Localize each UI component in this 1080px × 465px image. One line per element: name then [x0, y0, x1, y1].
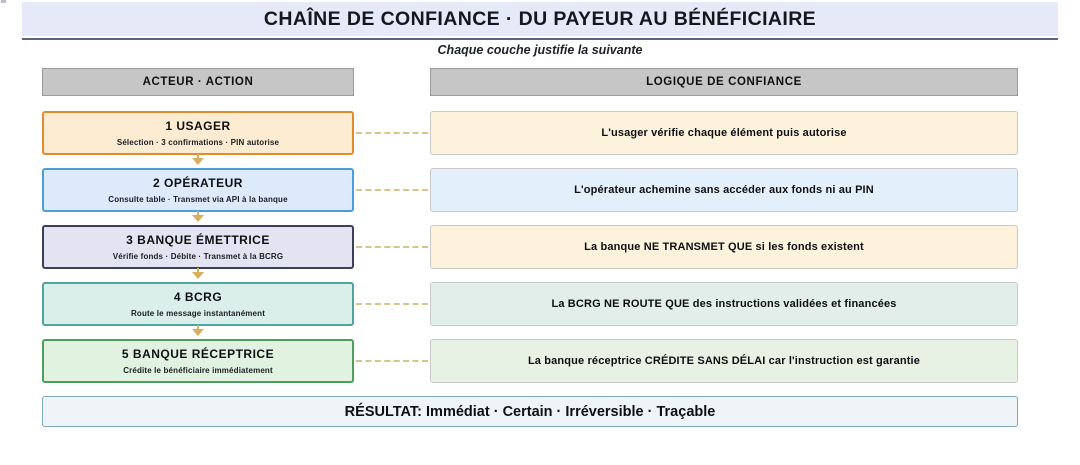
flow-down-arrow-icon	[191, 268, 205, 280]
actor-box-1[interactable]: 1 USAGER Sélection · 3 confirmations · PI…	[42, 111, 354, 155]
column-header-actor-label: ACTEUR · ACTION	[142, 76, 254, 88]
logic-text: La banque NE TRANSMET QUE si les fonds e…	[584, 241, 864, 253]
stray-mark	[1, 0, 6, 3]
actor-title: 3 BANQUE ÉMETTRICE	[126, 233, 270, 247]
logic-box-3[interactable]: La banque NE TRANSMET QUE si les fonds e…	[430, 225, 1018, 269]
logic-box-1[interactable]: L'usager vérifie chaque élément puis aut…	[430, 111, 1018, 155]
actor-action: Vérifie fonds · Débite · Transmet à la B…	[112, 252, 284, 261]
actor-action: Sélection · 3 confirmations · PIN autori…	[116, 138, 280, 147]
dashed-connector-1	[356, 132, 428, 134]
result-footer: RÉSULTAT: Immédiat · Certain · Irréversi…	[42, 396, 1018, 427]
logic-text: La banque réceptrice CRÉDITE SANS DÉLAI …	[527, 355, 921, 367]
chain-row: 2 OPÉRATEUR Consulte table · Transmet via…	[0, 168, 1080, 212]
logic-text: La BCRG NE ROUTE QUE des instructions va…	[551, 298, 897, 310]
actor-box-4[interactable]: 4 BCRG Route le message instantanément	[42, 282, 354, 326]
logic-text: L'opérateur achemine sans accéder aux fo…	[574, 184, 874, 196]
title-divider	[22, 38, 1058, 40]
page-subtitle: Chaque couche justifie la suivante	[437, 43, 643, 57]
actor-action: Route le message instantanément	[130, 309, 266, 318]
arrow-stem	[197, 154, 199, 160]
dashed-connector-2	[356, 189, 428, 191]
flow-down-arrow-icon	[191, 325, 205, 337]
arrow-stem	[197, 268, 199, 274]
result-footer-label: RÉSULTAT: Immédiat · Certain · Irréversi…	[344, 403, 716, 420]
arrow-head	[192, 215, 204, 222]
logic-box-4[interactable]: La BCRG NE ROUTE QUE des instructions va…	[430, 282, 1018, 326]
dashed-connector-4	[356, 303, 428, 305]
arrow-head	[192, 329, 204, 336]
actor-box-5[interactable]: 5 BANQUE RÉCEPTRICE Crédite le bénéficiai…	[42, 339, 354, 383]
chain-row: 5 BANQUE RÉCEPTRICE Crédite le bénéficiai…	[0, 339, 1080, 383]
flow-down-arrow-icon	[191, 154, 205, 166]
flow-down-arrow-icon	[191, 211, 205, 223]
actor-box-2[interactable]: 2 OPÉRATEUR Consulte table · Transmet via…	[42, 168, 354, 212]
actor-box-3[interactable]: 3 BANQUE ÉMETTRICE Vérifie fonds · Débite…	[42, 225, 354, 269]
arrow-head	[192, 158, 204, 165]
actor-title: 1 USAGER	[165, 119, 231, 133]
column-header-logic: LOGIQUE DE CONFIANCE	[430, 68, 1018, 96]
logic-box-2[interactable]: L'opérateur achemine sans accéder aux fo…	[430, 168, 1018, 212]
arrow-stem	[197, 211, 199, 217]
arrow-head	[192, 272, 204, 279]
actor-title: 2 OPÉRATEUR	[153, 176, 243, 190]
page-title: CHAÎNE DE CONFIANCE · DU PAYEUR AU BÉNÉF…	[263, 7, 817, 30]
actor-action: Crédite le bénéficiaire immédiatement	[123, 366, 273, 375]
logic-box-5[interactable]: La banque réceptrice CRÉDITE SANS DÉLAI …	[430, 339, 1018, 383]
column-header-actor: ACTEUR · ACTION	[42, 68, 354, 96]
actor-title: 4 BCRG	[173, 290, 223, 304]
chain-row: 4 BCRG Route le message instantanément La …	[0, 282, 1080, 326]
chain-row: 1 USAGER Sélection · 3 confirmations · PI…	[0, 111, 1080, 155]
logic-text: L'usager vérifie chaque élément puis aut…	[601, 127, 847, 139]
actor-title: 5 BANQUE RÉCEPTRICE	[121, 347, 275, 361]
column-header-logic-label: LOGIQUE DE CONFIANCE	[646, 76, 802, 88]
chain-row: 3 BANQUE ÉMETTRICE Vérifie fonds · Débite…	[0, 225, 1080, 269]
dashed-connector-5	[356, 360, 428, 362]
arrow-stem	[197, 325, 199, 331]
actor-action: Consulte table · Transmet via API à la b…	[108, 195, 288, 204]
dashed-connector-3	[356, 246, 428, 248]
title-band: CHAÎNE DE CONFIANCE · DU PAYEUR AU BÉNÉF…	[22, 2, 1058, 36]
